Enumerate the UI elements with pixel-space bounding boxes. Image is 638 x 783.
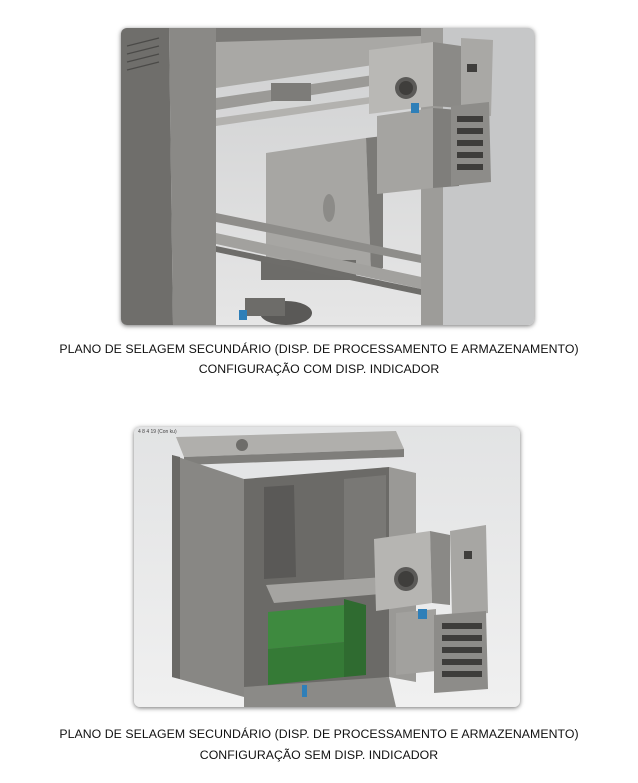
cad-render-with-indicator (121, 28, 534, 325)
cad-render-without-indicator: 4 8 4 19 (Con ku) (134, 427, 520, 707)
figure-1-caption-line-1: PLANO DE SELAGEM SECUNDÁRIO (DISP. DE PR… (59, 342, 579, 356)
viewport-label: 4 8 4 19 (Con ku) (138, 429, 177, 435)
figure-1-caption-line-2: CONFIGURAÇÃO COM DISP. INDICADOR (198, 362, 440, 376)
figure-2-caption-line-1: PLANO DE SELAGEM SECUNDÁRIO (DISP. DE PR… (59, 727, 579, 741)
figure-2-caption-line-2: CONFIGURAÇÃO SEM DISP. INDICADOR (199, 748, 439, 762)
